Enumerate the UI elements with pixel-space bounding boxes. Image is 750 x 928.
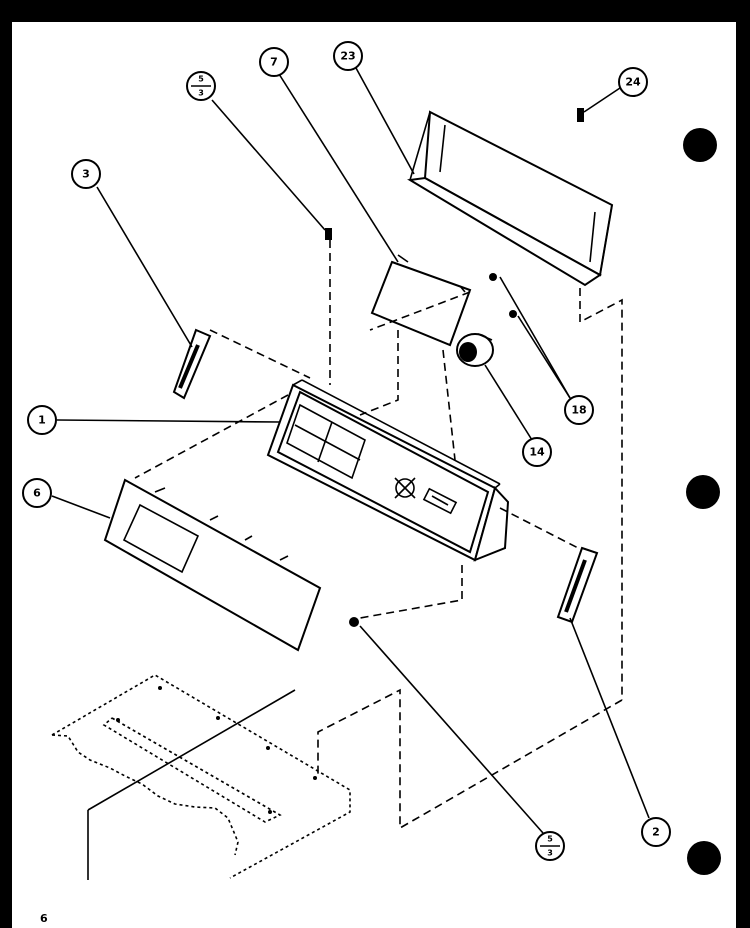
binder-hole-icon <box>686 475 720 509</box>
callout-fraction-bottom: 5 3 <box>535 831 565 861</box>
svg-text:3: 3 <box>198 89 204 98</box>
leader-lines <box>51 67 650 834</box>
binder-hole-icon <box>687 841 721 875</box>
svg-text:6: 6 <box>33 487 41 500</box>
callout-24: 24 <box>618 67 648 97</box>
page-number: 6 <box>40 912 48 925</box>
callout-fraction-top: 5 3 <box>186 71 216 101</box>
svg-text:3: 3 <box>547 849 553 858</box>
callout-2: 2 <box>641 817 671 847</box>
overlay-part <box>103 478 322 652</box>
svg-text:24: 24 <box>625 76 641 89</box>
control-panel-part <box>266 379 510 562</box>
svg-text:5: 5 <box>547 835 553 844</box>
callout-3: 3 <box>71 159 101 189</box>
svg-text:1: 1 <box>38 414 46 427</box>
callout-23: 23 <box>333 41 363 71</box>
svg-text:5: 5 <box>198 75 204 84</box>
screw-icon <box>489 273 497 281</box>
svg-text:18: 18 <box>571 404 586 417</box>
screw-icon <box>577 108 584 122</box>
bracket-part <box>370 254 472 347</box>
binder-hole-icon <box>683 128 717 162</box>
callout-18: 18 <box>564 395 594 425</box>
screw-icon <box>325 228 332 240</box>
end-cap-left-part <box>172 328 212 400</box>
callout-7: 7 <box>259 47 289 77</box>
screw-icon <box>509 310 517 318</box>
svg-text:23: 23 <box>340 50 355 63</box>
svg-text:2: 2 <box>652 826 660 839</box>
callout-1: 1 <box>27 405 57 435</box>
svg-text:3: 3 <box>82 168 90 181</box>
knob-icon <box>456 333 494 367</box>
callout-6: 6 <box>22 478 52 508</box>
screw-icon <box>349 617 359 627</box>
alignment-lines <box>134 240 623 830</box>
svg-text:14: 14 <box>529 446 545 459</box>
svg-text:7: 7 <box>270 56 278 69</box>
callout-14: 14 <box>522 437 552 467</box>
trim-part <box>407 110 614 287</box>
base-plate <box>51 674 351 880</box>
